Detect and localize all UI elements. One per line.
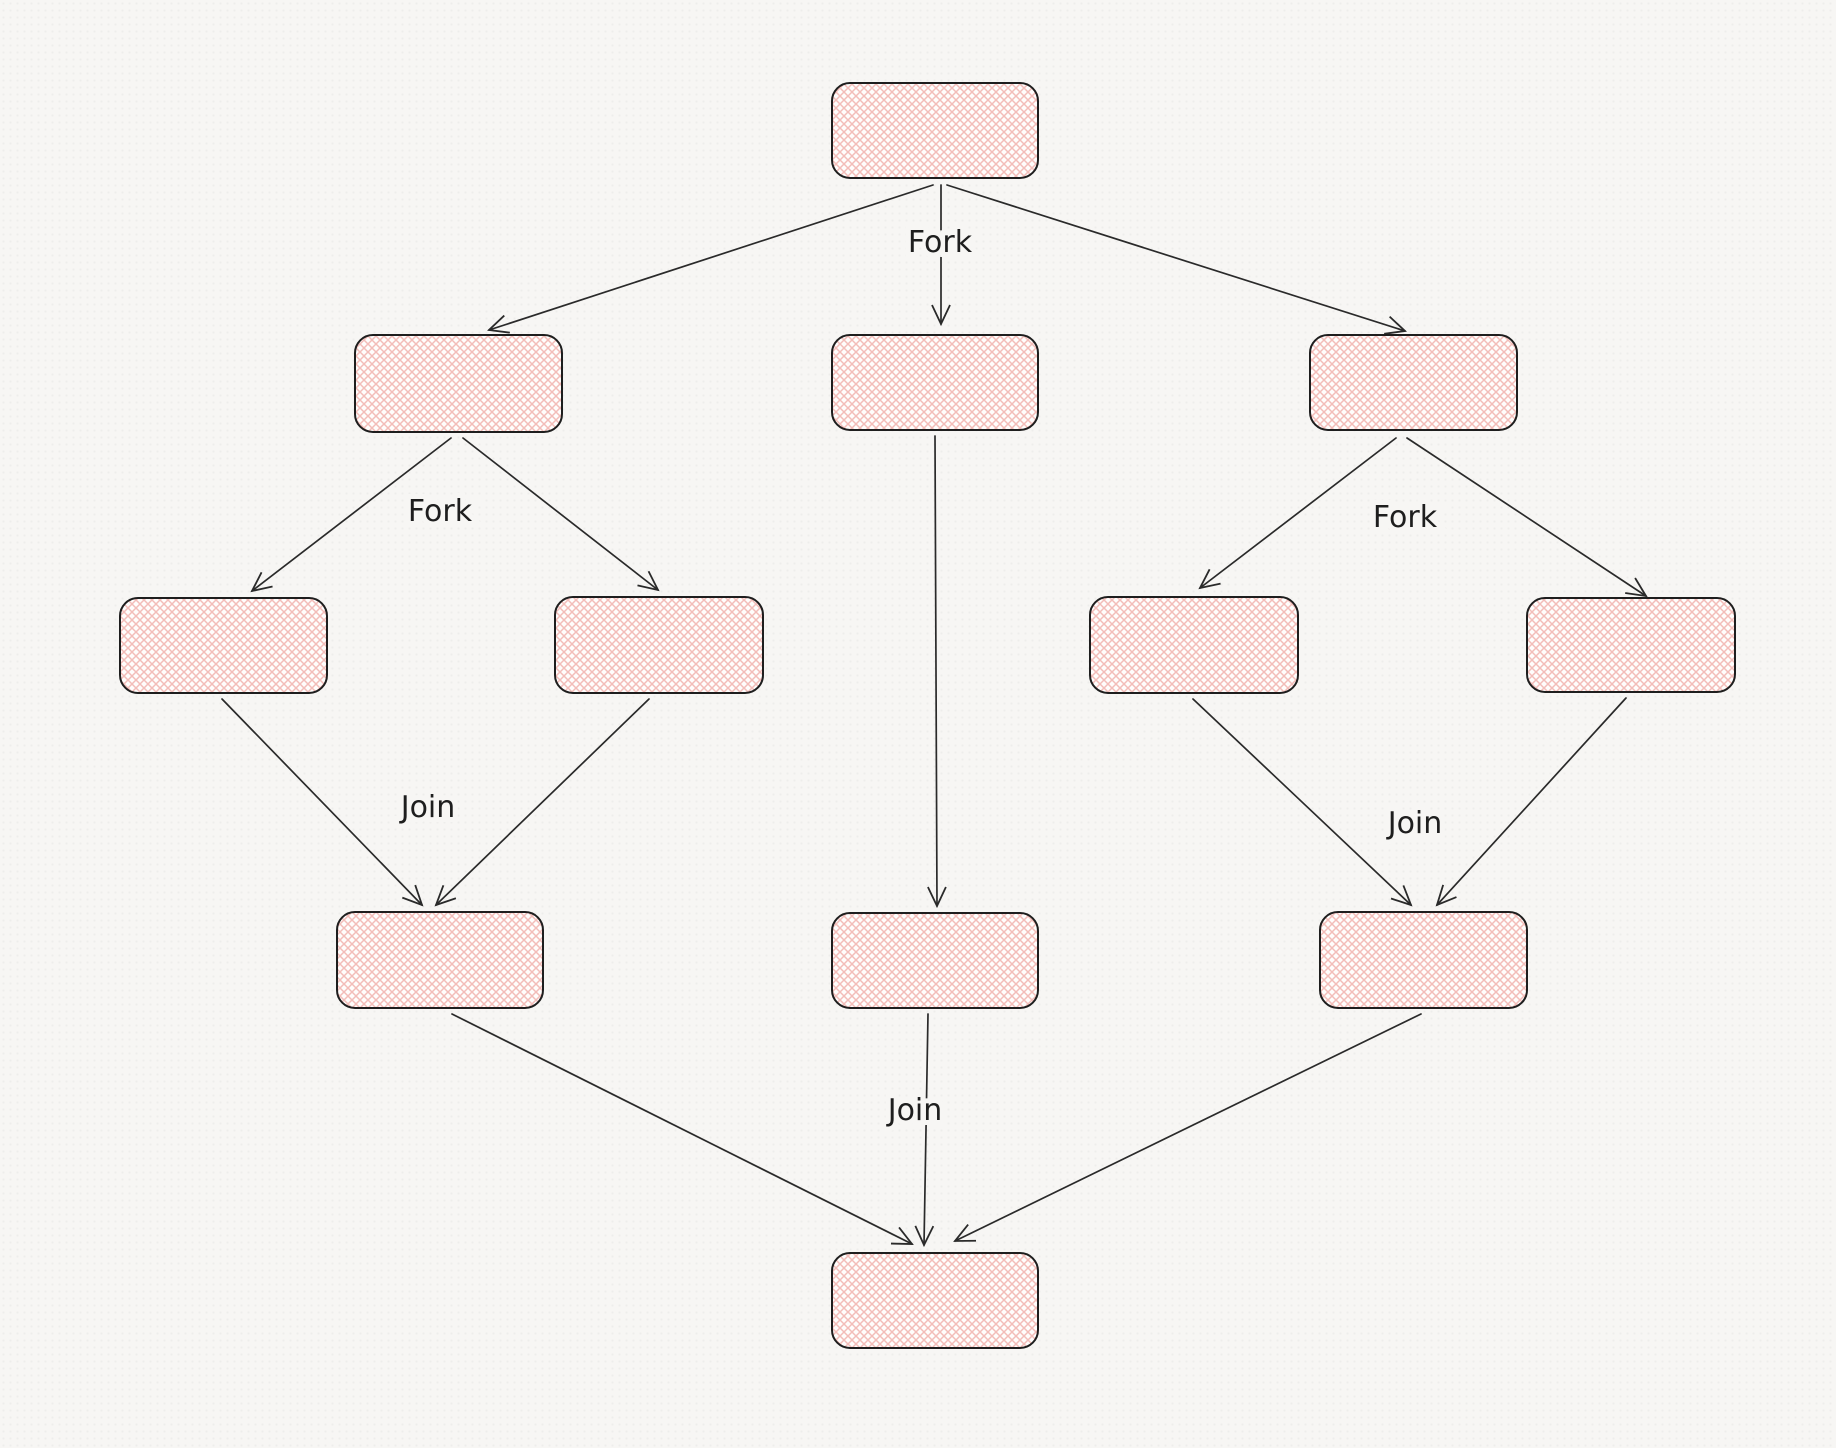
node-final-join[interactable] xyxy=(831,1252,1039,1349)
edge-left-child-1-to-join-left[interactable] xyxy=(221,698,424,907)
label-join-left: Join xyxy=(399,790,456,825)
label-join-right: Join xyxy=(1386,806,1443,841)
node-right-child-1[interactable] xyxy=(1089,596,1299,694)
edge-branch-right-to-right-child-2[interactable] xyxy=(1406,437,1648,598)
node-middle-task[interactable] xyxy=(831,912,1039,1009)
node-left-child-2[interactable] xyxy=(554,596,764,694)
label-fork-root: Fork xyxy=(908,225,973,260)
edge-branch-left-to-left-child-1[interactable] xyxy=(250,437,452,593)
node-left-child-1[interactable] xyxy=(119,597,328,694)
edge-left-child-2-to-join-left[interactable] xyxy=(434,698,650,907)
node-branch-left[interactable] xyxy=(354,334,563,433)
label-join-final: Join xyxy=(886,1093,943,1128)
label-fork-right: Fork xyxy=(1373,500,1438,535)
edge-layer xyxy=(221,184,1648,1248)
edge-middle-task-to-final[interactable] xyxy=(914,1013,935,1248)
edge-right-child-1-to-join-right[interactable] xyxy=(1192,698,1413,907)
edge-root-to-branch-left[interactable] xyxy=(487,184,934,334)
node-branch-right[interactable] xyxy=(1309,334,1518,431)
edge-branch-middle-to-middle-task[interactable] xyxy=(927,435,947,909)
node-branch-middle[interactable] xyxy=(831,334,1039,431)
edge-root-to-branch-right[interactable] xyxy=(946,184,1408,335)
node-join-right[interactable] xyxy=(1319,911,1528,1009)
node-root[interactable] xyxy=(831,82,1039,179)
edge-branch-right-to-right-child-1[interactable] xyxy=(1198,437,1397,590)
node-layer xyxy=(119,82,1736,1349)
label-fork-left: Fork xyxy=(408,494,473,529)
node-right-child-2[interactable] xyxy=(1526,597,1736,693)
label-layer: Fork Fork Fork Join Join Join xyxy=(394,220,1448,1133)
edge-right-child-2-to-join-right[interactable] xyxy=(1435,697,1627,907)
edge-branch-left-to-left-child-2[interactable] xyxy=(462,437,660,592)
node-join-left[interactable] xyxy=(336,911,544,1009)
edge-join-left-to-final[interactable] xyxy=(451,1013,914,1245)
edge-join-right-to-final[interactable] xyxy=(953,1013,1422,1242)
